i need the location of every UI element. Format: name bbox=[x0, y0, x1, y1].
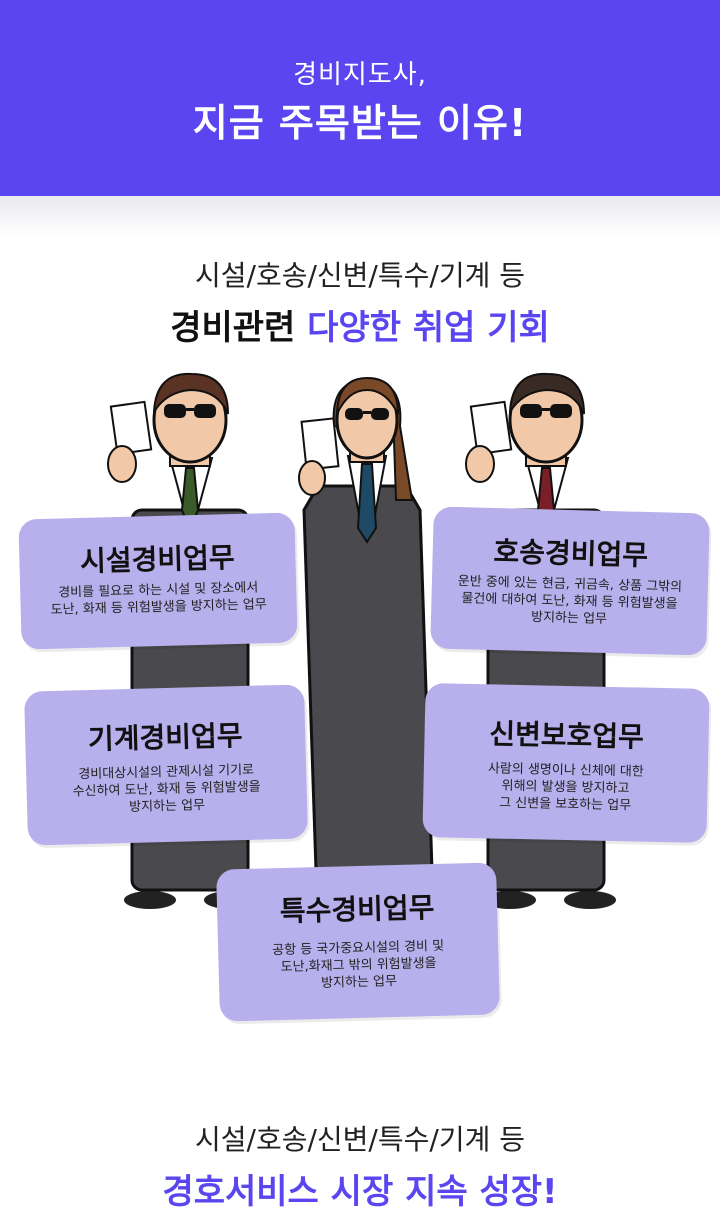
section2-title: 경호서비스 시장 지속 성장! bbox=[162, 1172, 558, 1212]
card-title: 호송경비업무 bbox=[493, 534, 649, 573]
card-title: 기계경비업무 bbox=[87, 718, 243, 757]
header-banner: 경비지도사, 지금 주목받는 이유! bbox=[0, 0, 720, 196]
card-title: 특수경비업무 bbox=[279, 890, 435, 929]
card-mechanical-security: 기계경비업무 경비대상시설의 관제시설 기기로 수신하여 도난, 화재 등 위험… bbox=[24, 684, 308, 846]
card-description: 경비대상시설의 관제시설 기기로 수신하여 도난, 화재 등 위험발생을 방지하… bbox=[72, 762, 261, 815]
card-escort-security: 호송경비업무 운반 중에 있는 현금, 귀금속, 상품 그밖의 물건에 대하여 … bbox=[430, 506, 710, 656]
card-description: 사람의 생명이나 신체에 대한 위해의 발생을 방지하고 그 신변을 보호하는 … bbox=[487, 761, 644, 814]
card-description: 공항 등 국가중요시설의 경비 및 도난,화재그 밖의 위험발생을 방지하는 업… bbox=[271, 938, 445, 991]
card-special-security: 특수경비업무 공항 등 국가중요시설의 경비 및 도난,화재그 밖의 위험발생을… bbox=[216, 862, 500, 1022]
section1-title-accent: 다양한 취업 기회 bbox=[307, 308, 550, 348]
section1-subtitle: 시설/호송/신변/특수/기계 등 bbox=[195, 259, 525, 292]
header-subtitle: 경비지도사, bbox=[293, 60, 427, 90]
card-title: 시설경비업무 bbox=[79, 540, 236, 579]
header-shadow bbox=[0, 196, 720, 236]
section1-title-prefix: 경비관련 bbox=[170, 308, 296, 348]
card-description: 경비를 필요로 하는 시설 및 장소에서 도난, 화재 등 위험발생을 방지하는… bbox=[50, 580, 267, 618]
center-agent-figure bbox=[298, 376, 434, 886]
card-facility-security: 시설경비업무 경비를 필요로 하는 시설 및 장소에서 도난, 화재 등 위험발… bbox=[18, 512, 298, 650]
header-title: 지금 주목받는 이유! bbox=[192, 101, 528, 145]
card-description: 운반 중에 있는 현금, 귀금속, 상품 그밖의 물건에 대하여 도난, 화재 … bbox=[457, 574, 683, 627]
section2-subtitle: 시설/호송/신변/특수/기계 등 bbox=[195, 1123, 525, 1156]
card-title: 신변보호업무 bbox=[488, 717, 645, 754]
card-bodyguard-protection: 신변보호업무 사람의 생명이나 신체에 대한 위해의 발생을 방지하고 그 신변… bbox=[422, 683, 710, 843]
section1-title: 경비관련 다양한 취업 기회 bbox=[0, 300, 720, 349]
